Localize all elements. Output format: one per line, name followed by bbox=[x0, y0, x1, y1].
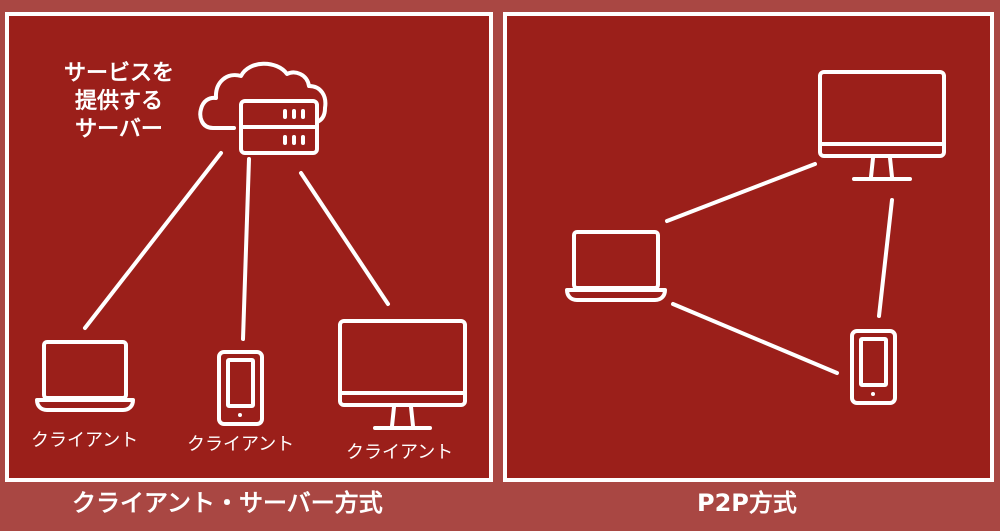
smartphone-icon bbox=[850, 329, 897, 405]
connection-line bbox=[665, 162, 817, 223]
client-label-laptop: クライアント bbox=[31, 430, 139, 451]
client-server-diagram bbox=[35, 61, 467, 430]
laptop-icon bbox=[35, 340, 135, 412]
connection-line bbox=[671, 302, 839, 375]
server-label-line: サーバー bbox=[75, 117, 163, 142]
connection-line bbox=[299, 171, 390, 306]
connection-line bbox=[83, 151, 223, 330]
cloud-server-icon bbox=[198, 61, 328, 155]
server-label-line: 提供する bbox=[74, 89, 163, 114]
p2p-panel bbox=[503, 12, 994, 482]
server-label: サービスを 提供する サーバー bbox=[49, 60, 189, 144]
client-server-panel: サービスを 提供する サーバー クライアント クライアント クライアント bbox=[5, 12, 493, 482]
client-server-caption: クライアント・サーバー方式 bbox=[72, 489, 383, 517]
p2p-caption: P2P方式 bbox=[697, 489, 797, 517]
client-label-desktop: クライアント bbox=[346, 442, 454, 463]
laptop-icon bbox=[565, 230, 667, 302]
desktop-monitor-icon bbox=[818, 70, 946, 181]
desktop-monitor-icon bbox=[338, 319, 467, 430]
client-label-phone: クライアント bbox=[187, 434, 295, 455]
p2p-diagram bbox=[565, 70, 946, 405]
server-label-line: サービスを bbox=[63, 61, 174, 86]
connection-line bbox=[241, 157, 251, 341]
smartphone-icon bbox=[217, 350, 264, 426]
connection-line bbox=[877, 198, 894, 318]
